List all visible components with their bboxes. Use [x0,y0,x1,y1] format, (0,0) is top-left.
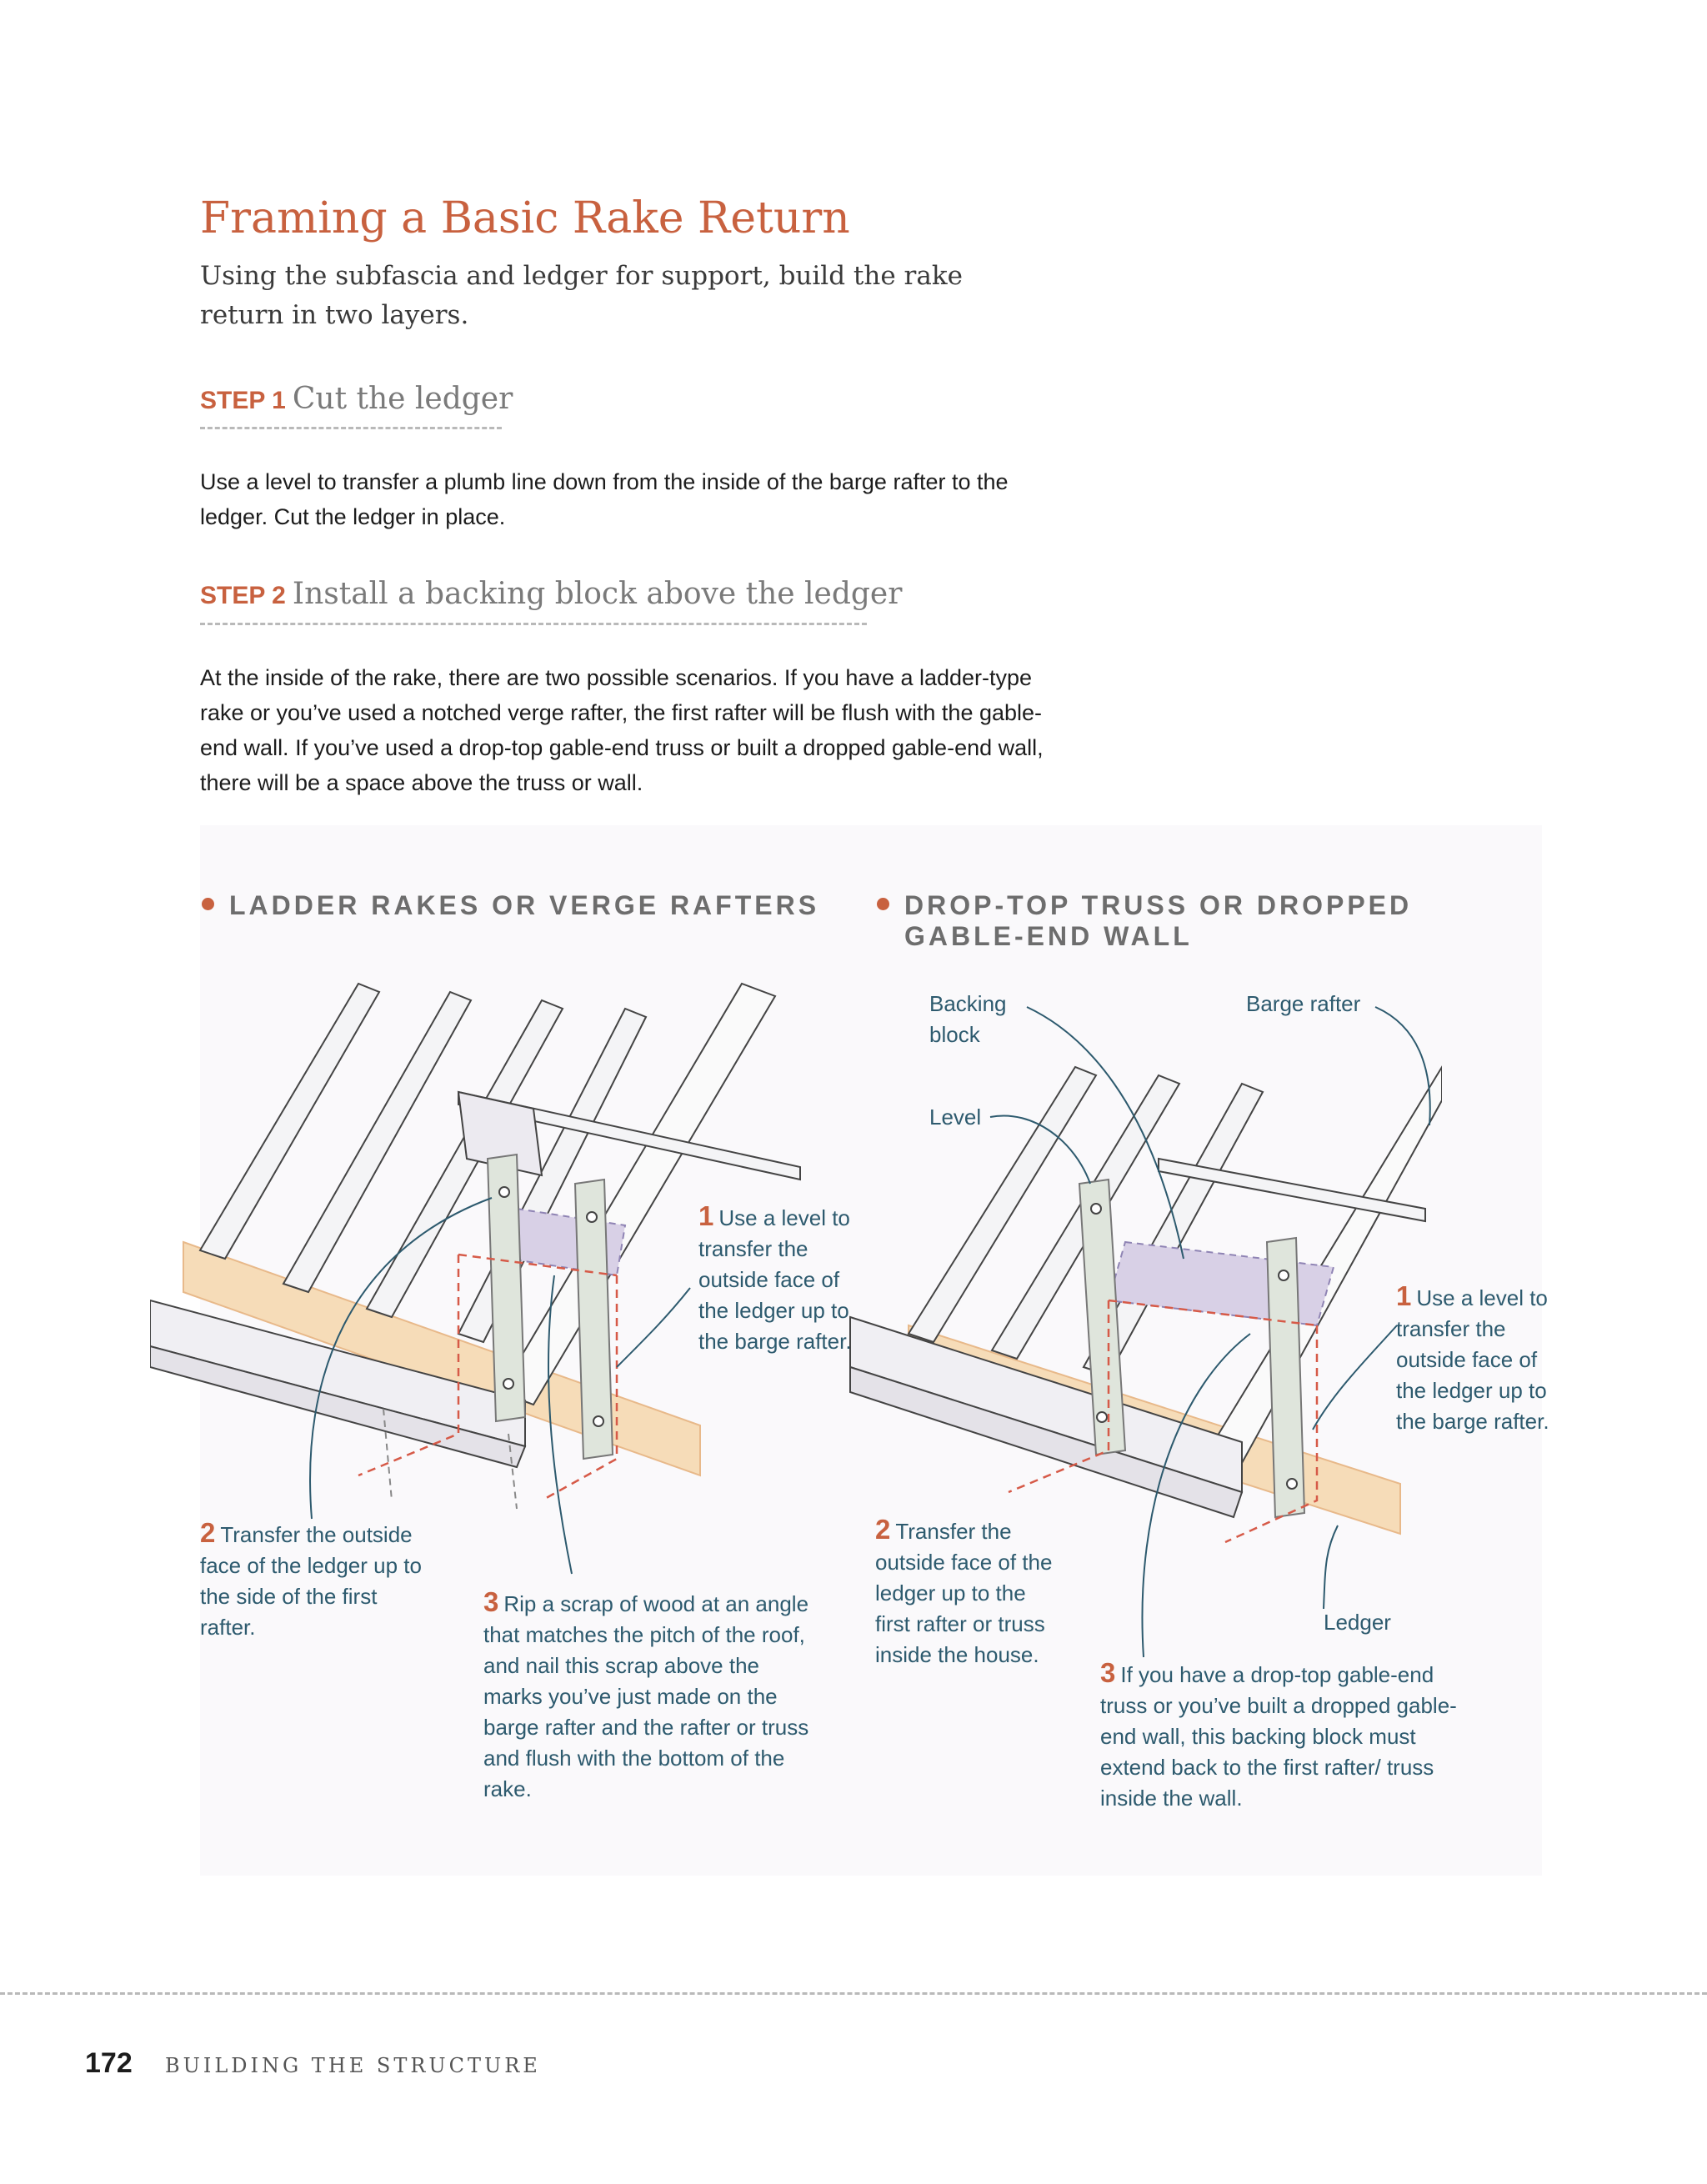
leader-line [1026,1006,1184,1260]
footer-divider [0,1992,1707,1995]
page-title: Framing a Basic Rake Return [200,193,850,243]
page-number: 172 [85,2047,133,2079]
rafter [907,1065,1098,1344]
leader-line [1141,1333,1251,1658]
left-rake-illustration [150,982,801,1510]
gable-plate [458,1090,801,1181]
step-2-body: At the inside of the rake, there are two… [200,665,1044,795]
leader-line [989,1115,1091,1185]
leader-line [616,1287,691,1368]
level-tool [1265,1236,1306,1519]
right-figure-heading: DROP-TOP TRUSS OR DROPPED GABLE-END WALL [877,890,1538,952]
step-1-title: Cut the ledger [292,382,513,416]
leader-line [1312,1325,1398,1430]
leader-line [1323,1525,1339,1610]
step-2-title: Install a backing block above the ledger [292,577,903,611]
leader-line [309,1197,493,1520]
intro-paragraph: Using the subfascia and ledger for suppo… [200,261,963,330]
truss-plate [1158,1157,1426,1223]
step-1-label: STEP 1 [200,387,286,414]
step-2-divider [200,623,867,625]
bullet-dot [202,898,214,911]
running-head: BUILDING THE STRUCTURE [165,2054,541,2077]
leader-line [548,1275,573,1575]
step-1-divider [200,427,502,429]
step-2-label: STEP 2 [200,582,286,609]
level-tool [1078,1178,1127,1456]
right-rake-illustration [849,1065,1442,1544]
rafter [198,982,381,1260]
left-figure-heading: LADDER RAKES OR VERGE RAFTERS [202,890,852,921]
bullet-dot [877,898,889,911]
ledger-label: Ledger [1324,1610,1391,1635]
step-1-body: Use a level to transfer a plumb line dow… [200,469,1009,529]
rafter [282,990,473,1294]
level-label: Level [929,1105,982,1130]
level-tool [486,1153,527,1423]
barge-rafter-label: Barge rafter [1246,991,1361,1016]
level-tool [573,1178,614,1460]
backing-block-label: Backing block [929,991,1007,1047]
leader-line [1374,1006,1431,1126]
